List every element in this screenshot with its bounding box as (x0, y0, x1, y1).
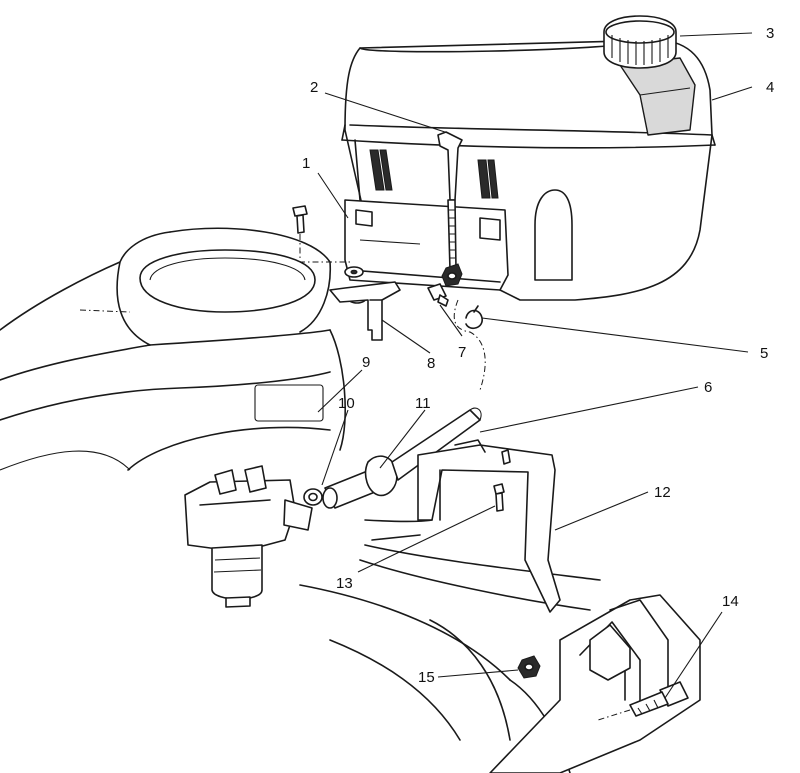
carb-hose-clamp (303, 488, 323, 506)
hose-clamp (465, 305, 483, 330)
mount-stud (501, 449, 511, 465)
engine-mount-bracket (364, 439, 561, 613)
bracket-screw (292, 205, 350, 263)
callout-13: 13 (336, 575, 353, 592)
callout-10: 10 (338, 395, 355, 412)
fuel-cap (603, 15, 677, 69)
callout-12: 12 (654, 484, 671, 501)
callout-4: 4 (766, 79, 774, 96)
callout-15: 15 (418, 669, 435, 686)
callout-14: 14 (722, 593, 739, 610)
callout-1: 1 (302, 155, 310, 172)
callout-labels: 1 2 3 4 5 6 7 8 9 10 11 12 13 14 15 (302, 25, 774, 686)
callout-5: 5 (760, 345, 768, 362)
engine-housing (0, 227, 346, 471)
callout-6: 6 (704, 379, 712, 396)
mount-frame-plate (489, 594, 701, 773)
callout-2: 2 (310, 79, 318, 96)
fuel-line-path (453, 299, 486, 391)
bracket-screw-13 (493, 483, 505, 512)
callout-9: 9 (362, 354, 370, 371)
callout-3: 3 (766, 25, 774, 42)
callout-7: 7 (458, 344, 466, 361)
leader-lines (317, 32, 753, 699)
mount-nut (517, 655, 541, 679)
tank-strap (437, 131, 463, 271)
fuel-fitting (427, 283, 449, 307)
callout-11: 11 (415, 395, 431, 412)
carburetor (184, 465, 313, 608)
engine-label-plate (254, 384, 324, 422)
callout-8: 8 (427, 355, 435, 372)
strap-nut (441, 263, 463, 287)
mount-bolt (597, 681, 689, 721)
tank-mounting-bracket (344, 199, 509, 291)
small-bracket (329, 281, 401, 341)
fuel-shutoff-hose (322, 407, 482, 509)
